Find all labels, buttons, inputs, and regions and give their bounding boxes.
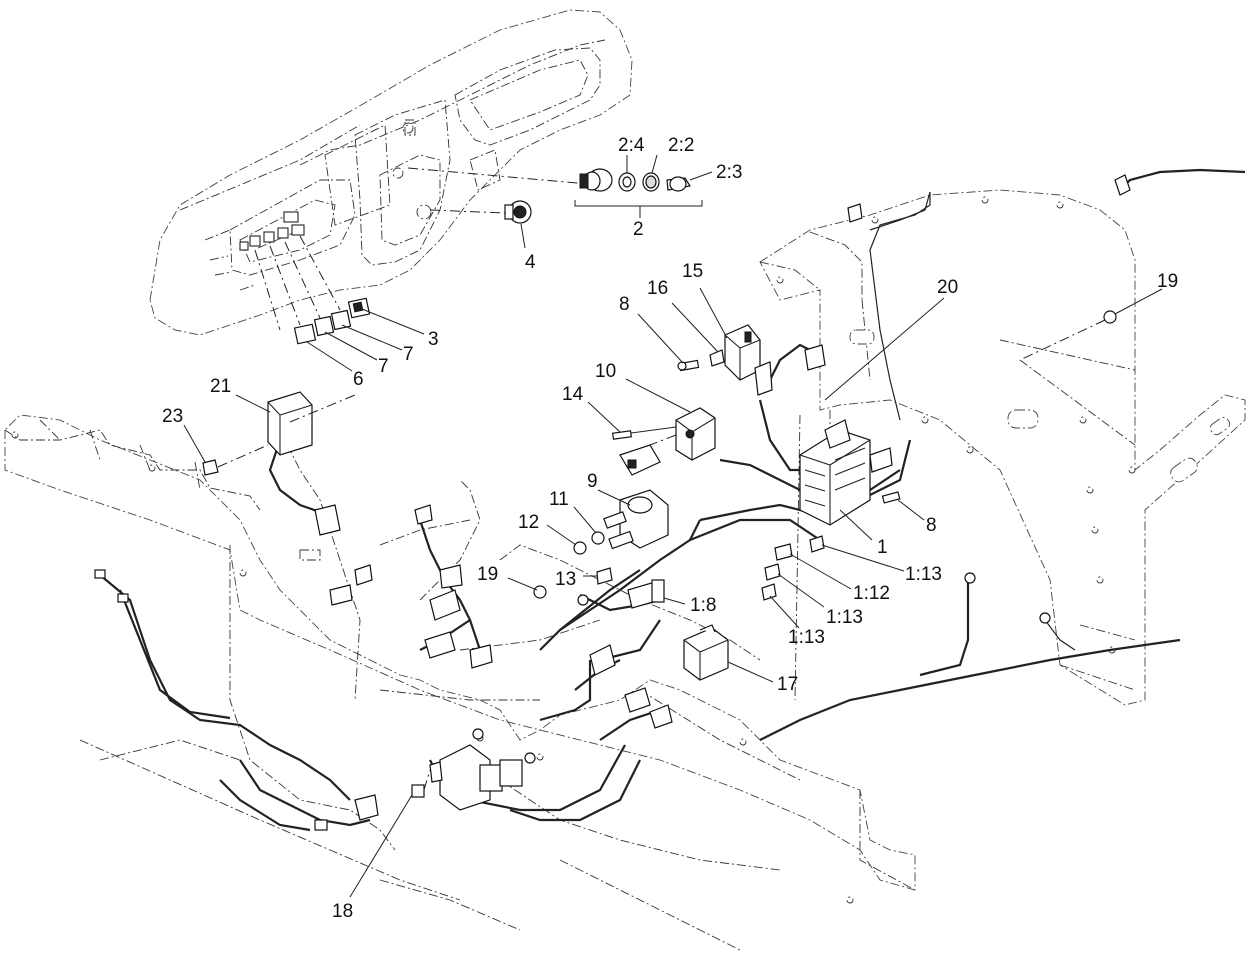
dashboard-outline xyxy=(149,9,633,336)
ignition-switch-assembly xyxy=(407,167,703,224)
callout-1-13b: 1:13 xyxy=(826,607,863,628)
callout-21: 21 xyxy=(210,376,231,397)
callout-7b: 7 xyxy=(378,356,389,377)
callout-17: 17 xyxy=(777,674,798,695)
callout-2-3: 2:3 xyxy=(716,162,742,183)
callout-1-13c: 1:13 xyxy=(788,627,825,648)
callout-2-2: 2:2 xyxy=(668,135,694,156)
callout-23: 23 xyxy=(162,406,183,427)
cross-member xyxy=(4,414,916,951)
components xyxy=(94,174,1131,831)
callout-19b: 19 xyxy=(477,564,498,585)
callout-2-4: 2:4 xyxy=(618,135,645,156)
callout-1-8: 1:8 xyxy=(690,595,716,616)
callout-1-13a: 1:13 xyxy=(905,564,942,585)
callout-8b: 8 xyxy=(926,515,937,536)
callout-12: 12 xyxy=(518,512,539,533)
callout-10: 10 xyxy=(595,361,616,382)
callout-labels: 2:4 2:2 2:3 2 4 3 7 7 6 21 23 15 16 8 10… xyxy=(162,135,1178,922)
callout-8a: 8 xyxy=(619,294,630,315)
callout-13: 13 xyxy=(555,569,576,590)
callout-7a: 7 xyxy=(403,344,414,365)
callout-6: 6 xyxy=(353,369,364,390)
callout-3: 3 xyxy=(428,329,439,350)
leader-lines xyxy=(183,154,1163,898)
frame-right xyxy=(759,189,1246,706)
callout-2: 2 xyxy=(633,219,644,240)
callout-20: 20 xyxy=(937,277,958,298)
callout-4: 4 xyxy=(525,252,536,273)
callout-9: 9 xyxy=(587,471,598,492)
callout-1-12: 1:12 xyxy=(853,583,890,604)
callout-18: 18 xyxy=(332,901,353,922)
callout-15: 15 xyxy=(682,261,703,282)
callout-19a: 19 xyxy=(1157,271,1178,292)
callout-14: 14 xyxy=(562,384,584,405)
callout-11: 11 xyxy=(549,489,569,510)
rocker-switches xyxy=(254,235,371,345)
callout-16: 16 xyxy=(647,278,668,299)
callout-1: 1 xyxy=(877,537,888,558)
